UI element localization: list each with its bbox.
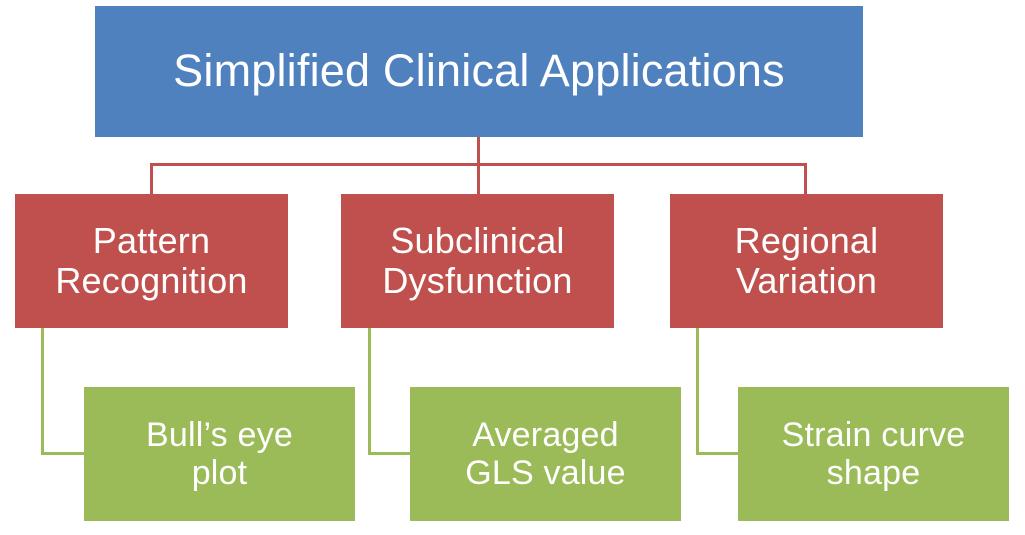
node-pattern-recognition-line2: Recognition [55, 260, 248, 301]
connector-drop-regional [804, 163, 807, 195]
connector-elbow-vertical-gls [368, 328, 371, 455]
connector-elbow-horizontal-gls [368, 452, 413, 455]
node-strain-curve-shape-line1: Strain curve [781, 415, 966, 454]
node-averaged-gls-value-line2: GLS value [465, 454, 626, 492]
connector-drop-subclinical [477, 163, 480, 195]
node-pattern-recognition-line1: Pattern [92, 219, 211, 261]
connector-elbow-vertical-bulls-eye [41, 328, 44, 455]
node-strain-curve-shape-line2: shape [826, 454, 921, 492]
node-bulls-eye-plot-line1: Bull’s eye [146, 415, 293, 454]
connector-elbow-vertical-strain [696, 328, 699, 455]
node-title-label: Simplified Clinical Applications [173, 45, 785, 97]
connector-elbow-horizontal-strain [696, 452, 741, 455]
node-averaged-gls-value-line1: Averaged [472, 415, 619, 454]
connector-elbow-horizontal-bulls-eye [41, 452, 87, 455]
node-subclinical-dysfunction-line1: Subclinical [390, 219, 565, 261]
node-simplified-clinical-applications: Simplified Clinical Applications [95, 6, 863, 137]
connector-title-stem [477, 137, 480, 164]
connector-drop-pattern [150, 163, 153, 195]
node-bulls-eye-plot-line2: plot [191, 454, 248, 492]
node-regional-variation-line1: Regional [734, 219, 879, 261]
node-regional-variation-line2: Variation [735, 260, 878, 301]
node-subclinical-dysfunction-line2: Dysfunction [382, 260, 573, 301]
